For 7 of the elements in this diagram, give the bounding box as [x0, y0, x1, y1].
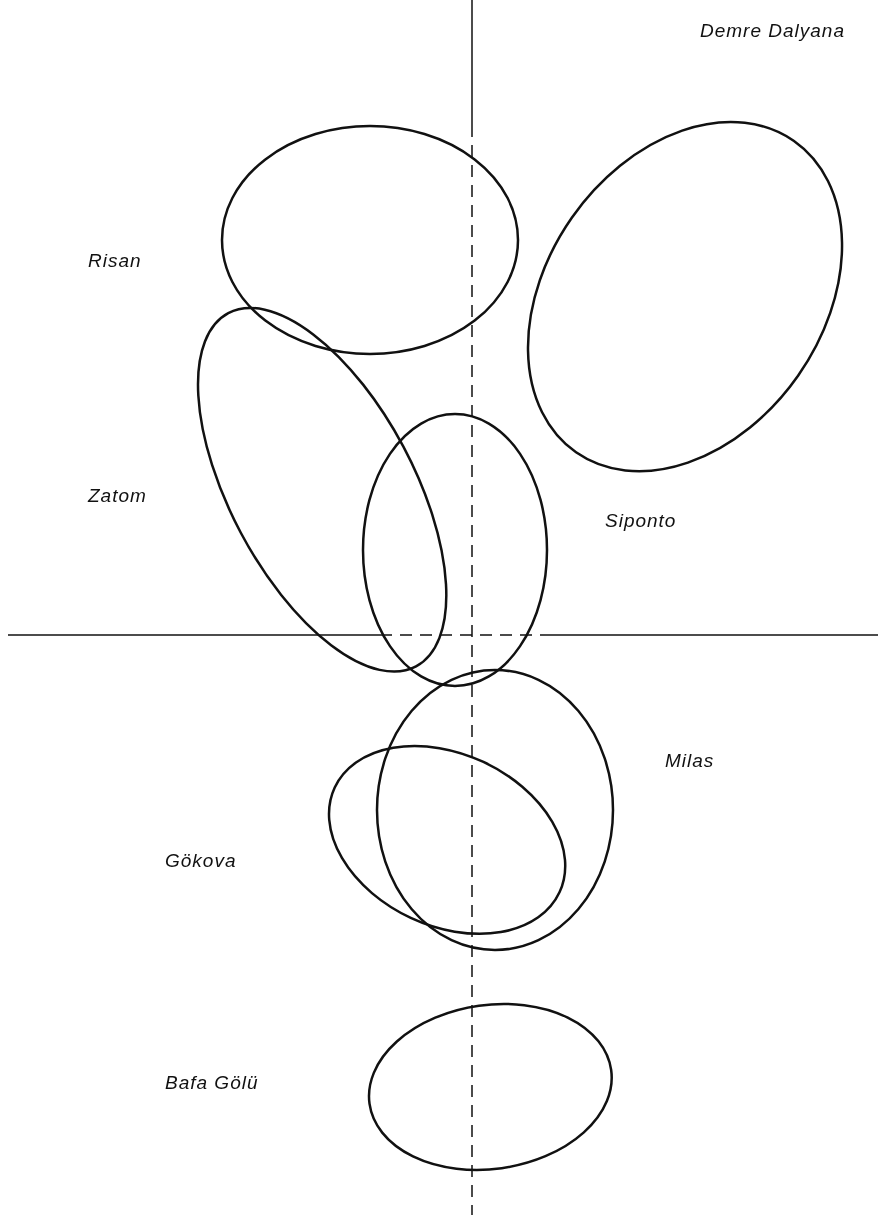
group-label: Zatom	[88, 485, 147, 507]
group-label: Milas	[665, 750, 715, 772]
group-label: Risan	[88, 250, 142, 272]
group-label: Gökova	[165, 850, 237, 872]
group-label: Bafa Gölü	[165, 1072, 259, 1094]
group-label: Demre Dalyana	[700, 20, 845, 42]
group-label: Siponto	[605, 510, 677, 532]
